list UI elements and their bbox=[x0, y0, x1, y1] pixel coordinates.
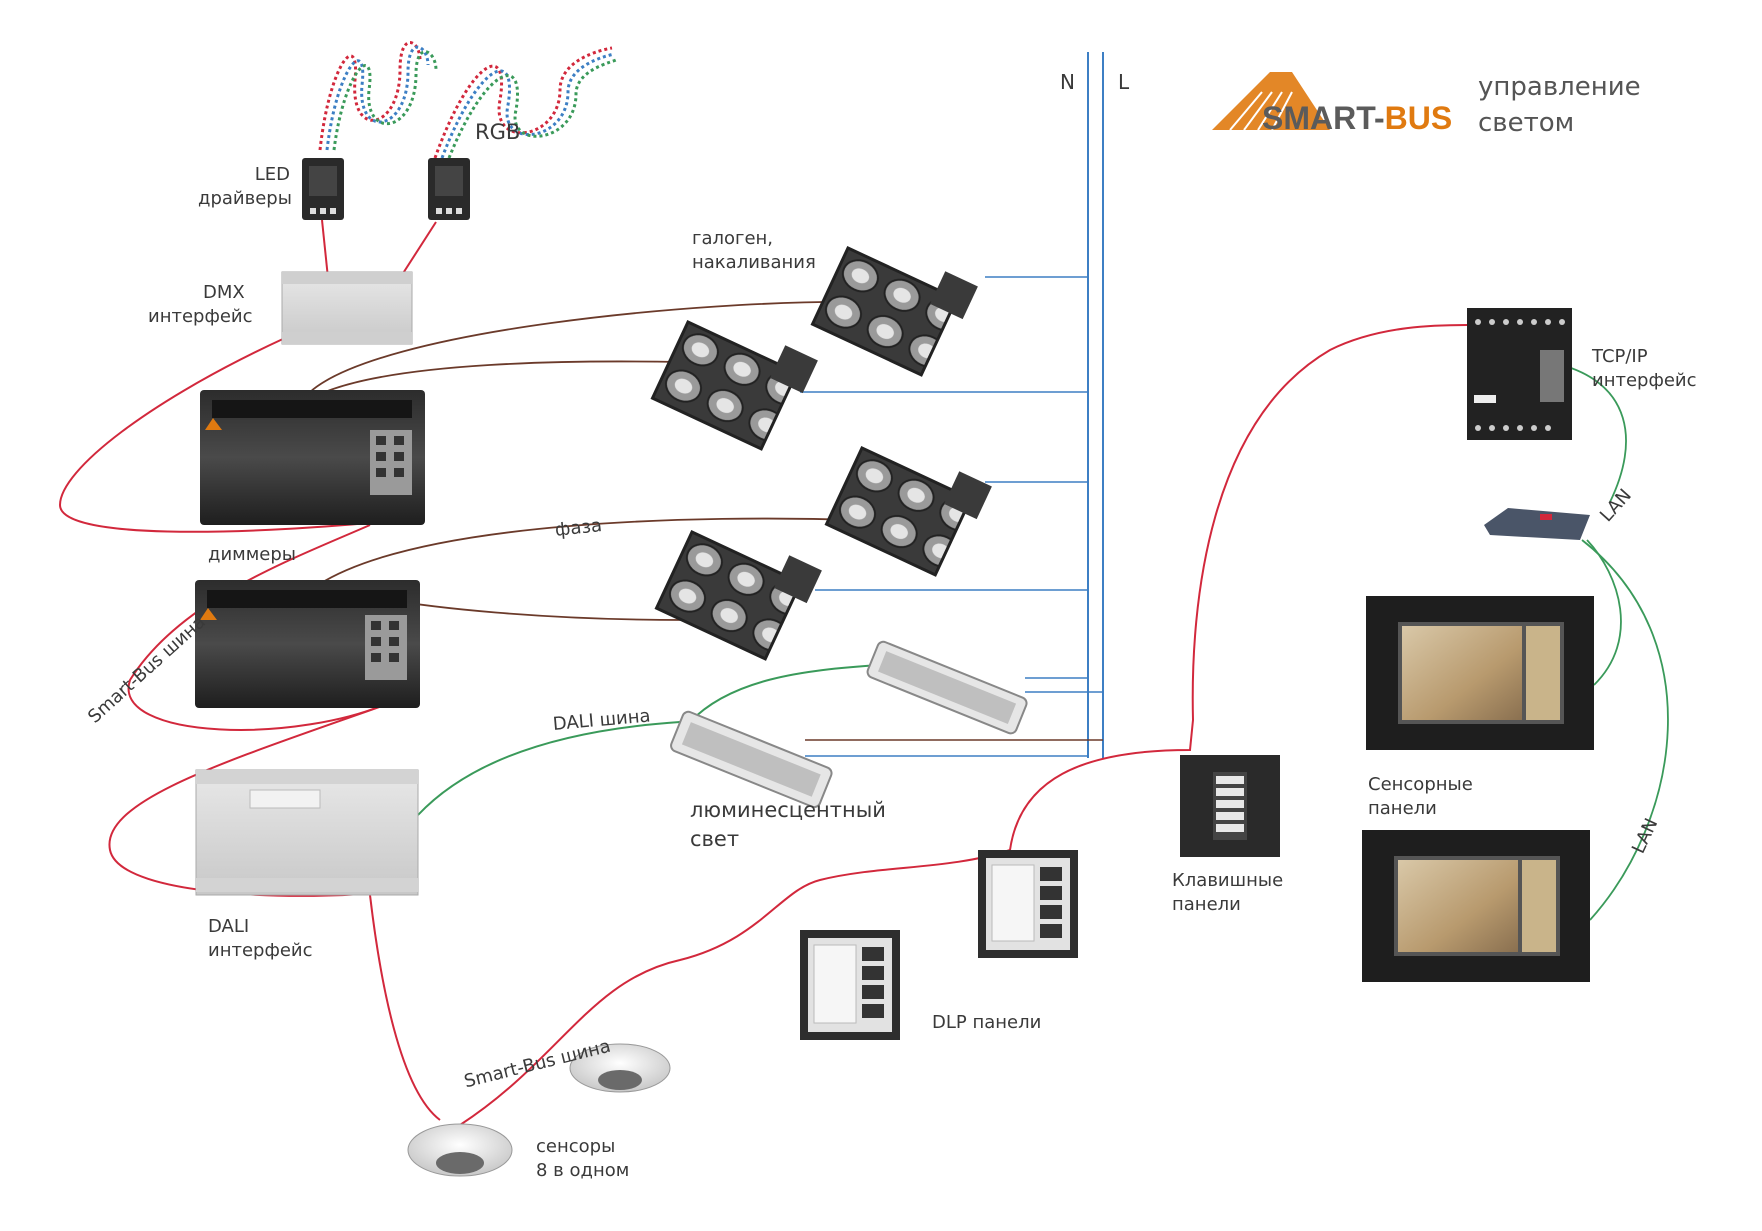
sensor-2 bbox=[407, 1123, 513, 1177]
dali-bus-wires bbox=[417, 664, 881, 816]
fluorescent-fixture-2 bbox=[670, 710, 833, 809]
key-panels-label-line2: панели bbox=[1172, 894, 1241, 915]
dlp-panel-2 bbox=[978, 850, 1078, 958]
tcpip-label-line2: интерфейс bbox=[1592, 370, 1697, 391]
brand-name-part2: BUS bbox=[1384, 100, 1453, 136]
touch-panel-1 bbox=[1366, 596, 1594, 750]
fluorescent-label: люминесцентный свет bbox=[690, 796, 886, 855]
tcpip-interface-device bbox=[1467, 308, 1572, 440]
dimmer-module-1 bbox=[200, 390, 425, 525]
dimmer-module-2 bbox=[195, 580, 420, 708]
touch-panels-label-line2: панели bbox=[1368, 798, 1437, 819]
dali-interface-label-line1: DALI bbox=[208, 916, 250, 937]
halogen-label-line2: накаливания bbox=[692, 252, 816, 273]
sensor-1 bbox=[569, 1043, 671, 1093]
led-drivers-label-line2: драйверы bbox=[198, 188, 292, 209]
dimmers-label: диммеры bbox=[208, 544, 297, 565]
network-switch bbox=[1484, 508, 1590, 540]
dlp-panel-1 bbox=[800, 930, 900, 1040]
halogen-label-line1: галоген, bbox=[692, 228, 774, 249]
rgb-label: RGB bbox=[475, 120, 521, 144]
smartbus-wires bbox=[58, 219, 1468, 1126]
key-panel bbox=[1180, 755, 1280, 857]
power-lines bbox=[800, 52, 1104, 758]
dali-interface-device bbox=[195, 769, 419, 896]
brand-tagline: управление светом bbox=[1478, 70, 1641, 142]
halogen-fixture-4 bbox=[654, 530, 822, 661]
neutral-line-label: N bbox=[1060, 70, 1075, 94]
dali-interface-label-line2: интерфейс bbox=[208, 940, 313, 961]
sensors-label-line2: 8 в одном bbox=[536, 1160, 630, 1181]
dmx-label-line1: DMX bbox=[203, 282, 245, 303]
fluorescent-label-line1: люминесцентный bbox=[690, 798, 886, 822]
dmx-label-line2: интерфейс bbox=[148, 306, 253, 327]
fluorescent-fixture-1 bbox=[866, 640, 1028, 735]
led-driver-1 bbox=[302, 158, 344, 220]
dmx-interface-device bbox=[281, 271, 413, 345]
led-drivers-label-line1: LED bbox=[254, 164, 290, 185]
brand-name-part1: SMART- bbox=[1262, 100, 1385, 136]
tcpip-label-line1: TCP/IP bbox=[1592, 346, 1648, 367]
sensors-label-line1: сенсоры bbox=[536, 1136, 616, 1157]
led-driver-2 bbox=[428, 158, 470, 220]
brand-tagline-line2: светом bbox=[1478, 107, 1575, 138]
live-line-label: L bbox=[1118, 70, 1130, 94]
halogen-fixture-2 bbox=[650, 320, 818, 451]
smartbus-logo-icon bbox=[1212, 72, 1330, 131]
fluorescent-label-line2: свет bbox=[690, 827, 740, 852]
dlp-panels-label: DLP панели bbox=[932, 1012, 1042, 1033]
brand-tagline-line1: управление bbox=[1478, 72, 1641, 102]
halogen-fixture-1 bbox=[810, 246, 978, 377]
brand-name: SMART-BUS bbox=[1262, 100, 1452, 137]
lan-wires bbox=[1561, 364, 1669, 921]
halogen-fixture-3 bbox=[824, 446, 992, 577]
touch-panels-label-line1: Сенсорные bbox=[1368, 774, 1473, 795]
rgb-led-strips bbox=[318, 41, 617, 159]
key-panels-label-line1: Клавишные bbox=[1172, 870, 1284, 891]
touch-panel-2 bbox=[1362, 830, 1590, 982]
